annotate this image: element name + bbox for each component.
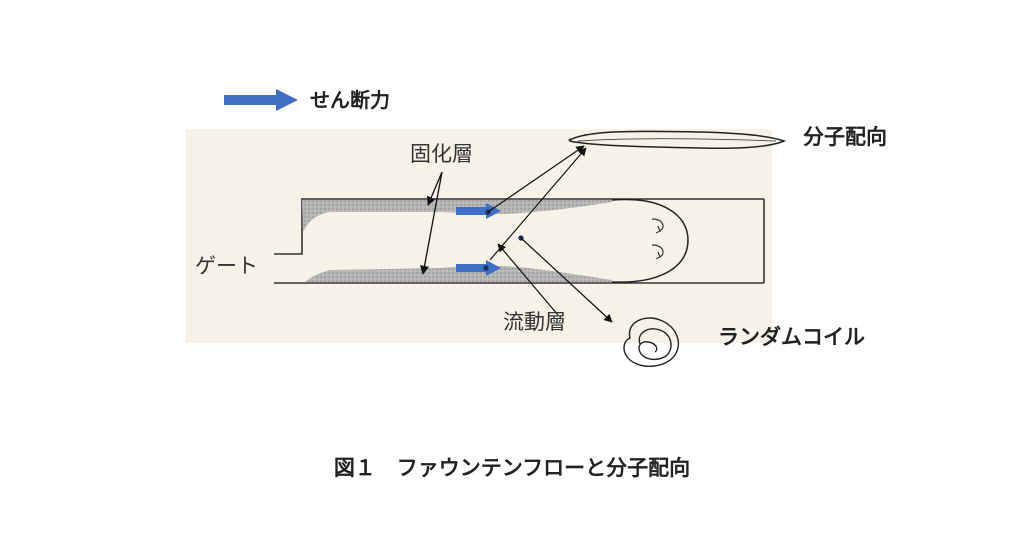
flow-layer-label: 流動層 bbox=[503, 310, 566, 334]
leader-coil bbox=[520, 237, 613, 323]
solidified-layer-label: 固化層 bbox=[410, 142, 473, 166]
leader-solid-upper bbox=[427, 171, 443, 206]
mold-channel bbox=[274, 198, 765, 284]
diagram-panel bbox=[186, 129, 772, 343]
molecular-orientation-label: 分子配向 bbox=[803, 125, 887, 149]
oriented-molecule-icon bbox=[568, 130, 787, 149]
shear-arrow-upper bbox=[456, 203, 501, 219]
leader-orient-upper bbox=[487, 145, 585, 213]
shear-arrow-lower bbox=[456, 260, 501, 276]
leader-orient-lower bbox=[489, 147, 587, 261]
shear-force-label: せん断力 bbox=[310, 88, 390, 112]
lower-solidified-layer bbox=[305, 266, 612, 282]
circulation-arrows bbox=[651, 218, 664, 260]
random-coil-icon bbox=[623, 317, 679, 367]
leader-solid-lower bbox=[420, 171, 443, 275]
shear-force-legend-arrow bbox=[224, 89, 298, 111]
random-coil-label: ランダムコイル bbox=[718, 325, 865, 349]
gate-label: ゲート bbox=[195, 254, 258, 278]
point-lower bbox=[483, 265, 489, 271]
fountain-front bbox=[611, 198, 689, 283]
leader-flow-layer bbox=[497, 243, 559, 316]
figure-caption: 図１ ファウンテンフローと分子配向 bbox=[333, 456, 691, 480]
